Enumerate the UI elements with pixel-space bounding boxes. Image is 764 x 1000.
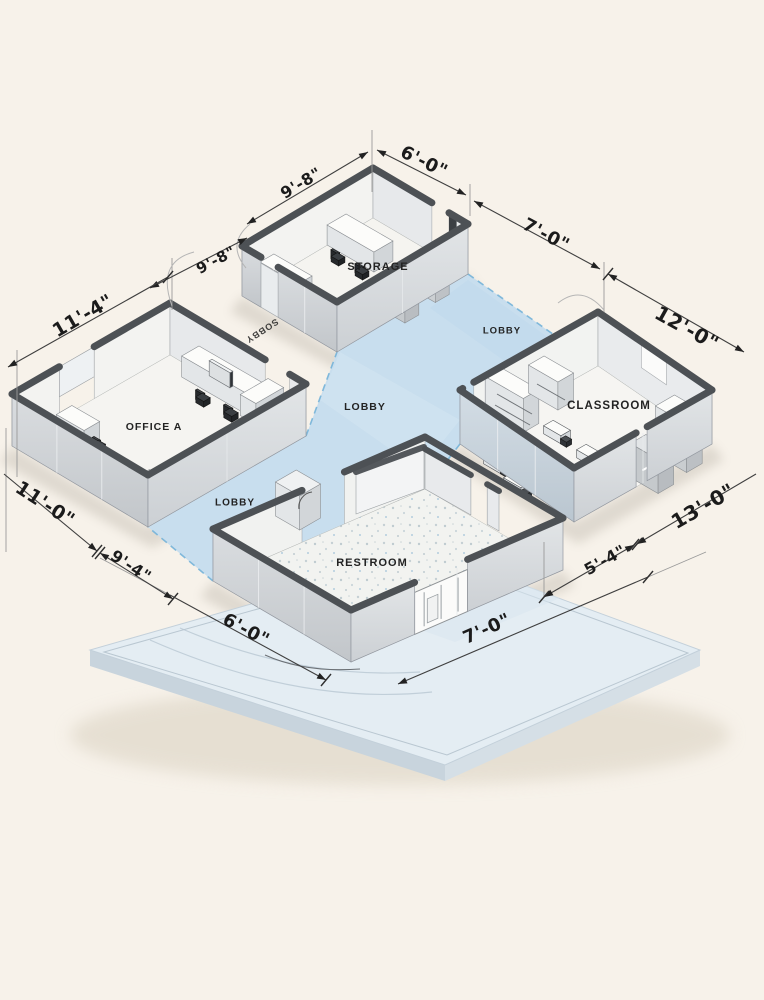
room-office-a bbox=[8, 299, 310, 528]
room-label-restroom: RESTROOM bbox=[336, 557, 408, 569]
room-label-lobby-top: LOBBY bbox=[482, 325, 522, 337]
room-label-office-a: OFFICE A bbox=[125, 421, 183, 433]
room-label-lobby-left: LOBBY bbox=[215, 497, 255, 509]
room-classroom bbox=[456, 308, 716, 523]
room-label-lobby-center: LOBBY bbox=[344, 401, 386, 413]
room-label-classroom: CLASSROOM bbox=[567, 400, 651, 412]
room-restroom bbox=[209, 433, 567, 663]
room-storage bbox=[238, 164, 472, 353]
room-label-storage: STORAGE bbox=[347, 261, 409, 273]
dimension-lines bbox=[3, 130, 757, 687]
